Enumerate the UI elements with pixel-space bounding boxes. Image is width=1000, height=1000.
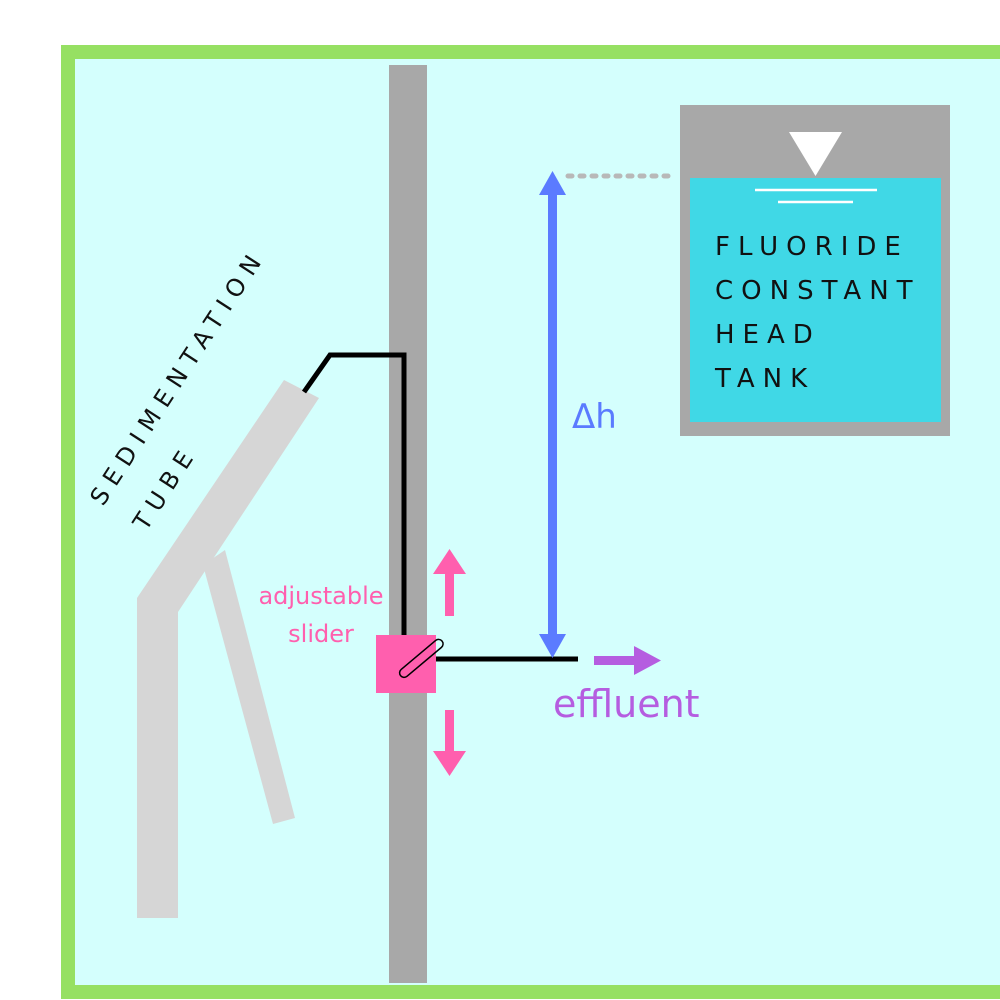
tube-connection-pipe: [301, 352, 407, 640]
effluent-arrow-icon: [594, 646, 661, 675]
constant-head-tank: [680, 105, 950, 436]
tank-label-line-4: TANK: [714, 364, 815, 394]
inverted-triangle-icon: [789, 132, 842, 176]
tank-label-line-3: HEAD: [715, 320, 821, 350]
slider-down-arrow-icon: [433, 710, 466, 776]
adjustable-slider[interactable]: [376, 635, 445, 693]
paperclip-icon: [398, 638, 444, 679]
sedimentation-tube: [137, 380, 319, 918]
slider-label-line-1: adjustable: [258, 582, 383, 610]
tank-label-line-1: FLUORIDE: [715, 232, 909, 262]
delta-h-label: Δh: [572, 397, 617, 437]
slider-up-arrow-icon: [433, 549, 466, 616]
slider-label-line-2: slider: [288, 620, 354, 648]
tank-label-line-2: CONSTANT: [715, 276, 921, 306]
tank-label: FLUORIDE CONSTANT HEAD TANK: [714, 232, 921, 394]
delta-h-double-arrow-icon: [539, 171, 566, 658]
support-pole: [389, 65, 427, 983]
effluent-label: effluent: [553, 682, 700, 726]
tank-water: [690, 178, 941, 422]
